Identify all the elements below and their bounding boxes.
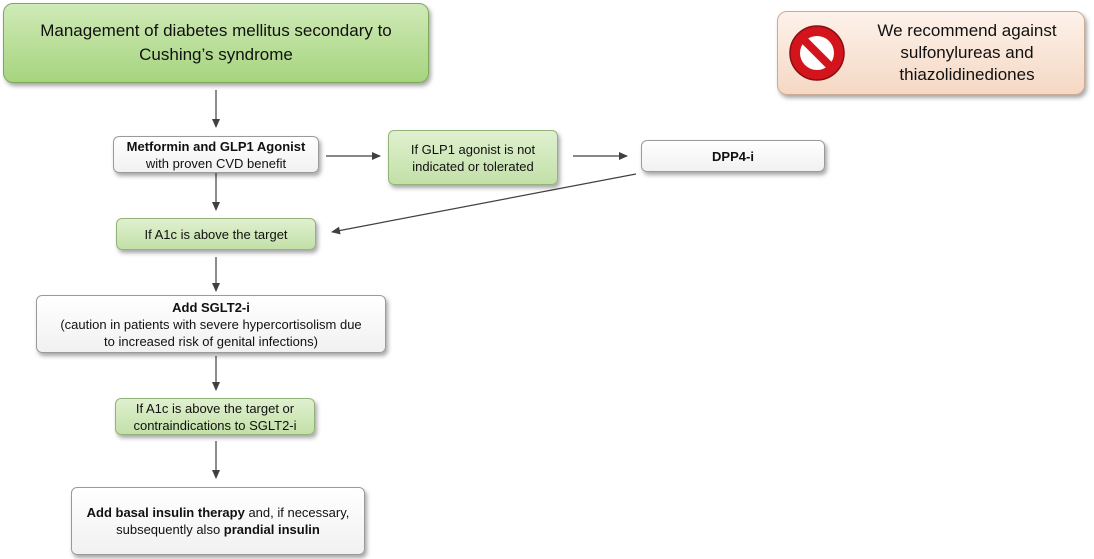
dpp4-label: DPP4-i	[712, 148, 754, 164]
prandial-insulin-label: prandial insulin	[223, 522, 320, 537]
insulin-line-2: subsequently also prandial insulin	[116, 521, 320, 538]
title-line-1: Management of diabetes mellitus secondar…	[40, 21, 392, 40]
insulin-box: Add basal insulin therapy and, if necess…	[71, 487, 365, 555]
arrow-dpp4-to-a1c	[331, 173, 637, 235]
glp1-alternative-box: If GLP1 agonist is not indicated or tole…	[388, 130, 558, 185]
sglt2-caution-line-1: (caution in patients with severe hyperco…	[60, 316, 362, 332]
metformin-box: Metformin and GLP1 Agonist with proven C…	[113, 136, 319, 173]
sglt2-box: Add SGLT2-i (caution in patients with se…	[36, 295, 386, 353]
metformin-label: Metformin and GLP1 Agonist	[126, 138, 306, 154]
dpp4-box: DPP4-i	[641, 140, 825, 172]
prohibited-icon	[789, 25, 845, 81]
glp1-alt-line-1: If GLP1 agonist is not	[410, 141, 536, 157]
basal-insulin-label: Add basal insulin therapy	[86, 505, 245, 520]
warning-line-2: sulfonylureas and	[900, 43, 1034, 62]
a1c-condition-box: If A1c is above the target	[116, 218, 316, 250]
metformin-subtext: with proven CVD benefit	[145, 155, 287, 171]
insulin-text-1: and, if necessary,	[244, 505, 350, 520]
a1c-contra-line-2: contraindications to SGLT2-i	[133, 417, 297, 433]
sglt2-label: Add SGLT2-i	[172, 299, 250, 315]
a1c-contraindication-box: If A1c is above the target or contraindi…	[115, 398, 315, 435]
title-box: Management of diabetes mellitus secondar…	[3, 3, 429, 83]
warning-line-3: thiazolidinediones	[899, 65, 1035, 84]
a1c-condition-label: If A1c is above the target	[144, 226, 288, 242]
glp1-alt-line-2: indicated or tolerated	[412, 158, 534, 174]
a1c-contra-line-1: If A1c is above the target or	[135, 400, 295, 416]
insulin-text-2: subsequently also	[116, 522, 224, 537]
title-line-2: Cushing’s syndrome	[139, 45, 293, 64]
warning-box: We recommend against sulfonylureas and t…	[777, 11, 1085, 95]
insulin-line-1: Add basal insulin therapy and, if necess…	[87, 504, 350, 521]
warning-line-1: We recommend against	[877, 21, 1057, 40]
sglt2-caution-line-2: to increased risk of genital infections)	[104, 333, 318, 349]
